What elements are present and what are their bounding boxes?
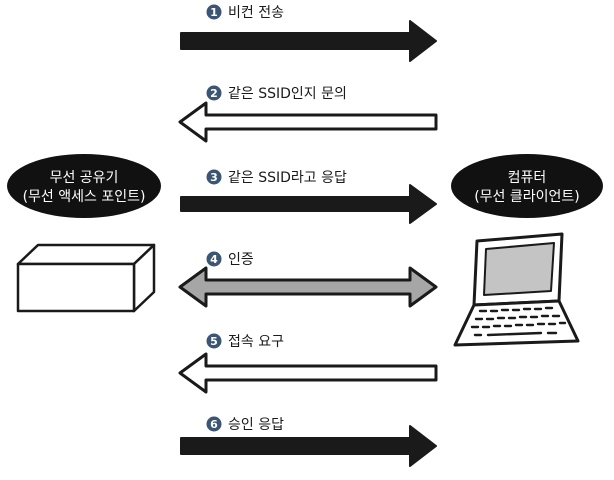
step-5-label: 접속 요구 (228, 334, 284, 350)
step-3-badge (206, 169, 222, 185)
step-5: 5 접속 요구 (178, 333, 438, 394)
keyboard-keys (470, 306, 567, 337)
access-point-subtitle: (무선 액세스 포인트) (23, 189, 146, 205)
step-6-label: 승인 응답 (228, 417, 284, 433)
step-1-badge (206, 4, 222, 20)
computer-title: 컴퓨터 (508, 170, 547, 186)
step-4-label: 인증 (228, 252, 254, 268)
step-2: 2 같은 SSID인지 문의 (178, 85, 438, 143)
access-point-title: 무선 공유기 (50, 170, 119, 186)
step-3: 3 같은 SSID라고 응답 (180, 169, 437, 224)
step-1-label: 비컨 전송 (228, 5, 284, 21)
step-3-label: 같은 SSID라고 응답 (228, 170, 347, 186)
step-2-number: 2 (210, 87, 218, 100)
step-5-arrow-left (178, 352, 438, 394)
step-4-number: 4 (210, 253, 218, 266)
step-1: 1 비컨 전송 (180, 4, 437, 62)
step-2-label: 같은 SSID인지 문의 (228, 86, 347, 102)
step-4: 4 인증 (178, 251, 438, 308)
step-2-arrow-left (178, 101, 438, 143)
computer-bubble (451, 154, 603, 218)
computer-subtitle: (무선 클라이언트) (474, 189, 580, 205)
step-4-arrow-both (178, 266, 438, 308)
step-5-number: 5 (210, 335, 218, 348)
step-3-arrow-right (180, 184, 437, 224)
step-6: 6 승인 응답 (180, 416, 437, 467)
router-box-icon (16, 243, 156, 313)
step-6-number: 6 (210, 418, 218, 431)
step-1-number: 1 (210, 6, 218, 19)
step-5-badge (206, 333, 222, 349)
laptop-icon (453, 232, 580, 347)
step-6-arrow-right (180, 425, 437, 467)
step-4-badge (206, 251, 222, 267)
access-point-bubble (7, 154, 161, 218)
step-3-number: 3 (210, 171, 218, 184)
step-6-badge (206, 416, 222, 432)
step-2-badge (206, 85, 222, 101)
computer-node: 컴퓨터 (무선 클라이언트) (451, 154, 603, 347)
access-point-node: 무선 공유기 (무선 액세스 포인트) (7, 154, 161, 313)
step-1-arrow-right (180, 20, 437, 62)
